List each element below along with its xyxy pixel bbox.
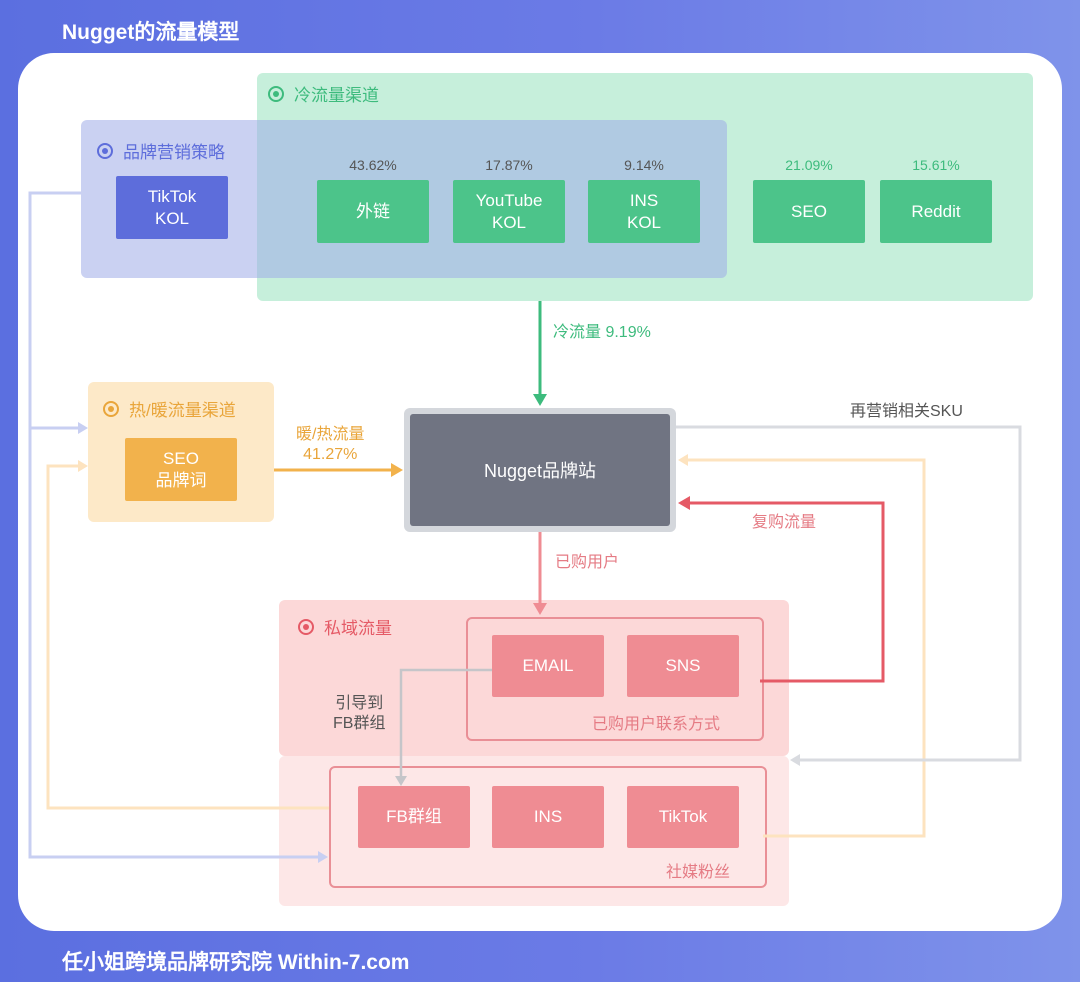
node-seo-brand-keyword: SEO 品牌词	[125, 438, 237, 501]
remarketing-flow-label: 再营销相关SKU	[850, 403, 963, 420]
node-tiktok: TikTok	[627, 786, 739, 848]
target-dot-icon	[268, 85, 284, 102]
target-dot-icon	[298, 618, 314, 635]
node-sns: SNS	[627, 635, 739, 697]
brand-site-node: Nugget品牌站	[404, 408, 676, 532]
cold-flow-label: 冷流量 9.19%	[553, 324, 651, 341]
page-title: Nugget的流量模型	[62, 21, 240, 44]
node-backlinks: 外链	[317, 180, 429, 243]
brand-site-label: Nugget品牌站	[410, 414, 670, 526]
remarketing-arrowhead	[790, 754, 800, 766]
brand-to-warm-arrow	[28, 191, 81, 430]
brand-region-label: 品牌营销策略	[97, 138, 225, 163]
purchased-flow-label: 已购用户	[555, 554, 620, 571]
node-youtube-kol: YouTube KOL	[453, 180, 565, 243]
private-region-label: 私域流量	[298, 614, 392, 639]
node-fb-group: FB群组	[358, 786, 470, 848]
purchased-flow-arrowhead	[533, 603, 547, 615]
social-to-site-arrow	[688, 458, 926, 838]
cold-pct-reddit: 15.61%	[912, 157, 960, 173]
cold-flow-arrowhead	[533, 394, 547, 406]
brand-to-warm-arrowhead	[78, 422, 88, 434]
target-dot-icon	[103, 400, 119, 417]
node-tiktok-kol: TikTok KOL	[116, 176, 228, 239]
brand-region-title: 品牌营销策略	[123, 143, 225, 162]
social-box-caption: 社媒粉丝	[666, 864, 731, 881]
node-ins-kol: INS KOL	[588, 180, 700, 243]
target-dot-icon	[97, 142, 113, 159]
warm-flow-arrowhead	[391, 463, 403, 477]
repurchase-flow-label: 复购流量	[752, 514, 817, 531]
footer-source: 任小姐跨境品牌研究院 Within-7.com	[62, 951, 410, 974]
social-to-warm-arrow	[46, 464, 329, 810]
repurchase-arrowhead	[678, 496, 690, 510]
node-ins: INS	[492, 786, 604, 848]
cold-pct-ins: 9.14%	[624, 157, 664, 173]
social-box	[329, 766, 767, 888]
contact-box-caption: 已购用户联系方式	[592, 716, 721, 733]
node-reddit: Reddit	[880, 180, 992, 243]
node-email: EMAIL	[492, 635, 604, 697]
brand-to-social-arrowhead	[318, 851, 328, 863]
node-seo: SEO	[753, 180, 865, 243]
contact-box	[466, 617, 764, 741]
guide-fb-arrow	[399, 668, 492, 776]
remarketing-arrow	[676, 425, 1022, 762]
social-to-site-arrowhead	[678, 454, 688, 466]
cold-pct-youtube: 17.87%	[485, 157, 533, 173]
cold-region-label: 冷流量渠道	[268, 81, 379, 106]
cold-region-title: 冷流量渠道	[294, 86, 379, 105]
brand-to-social-arrow	[28, 428, 320, 859]
warm-region-label: 热/暖流量渠道	[103, 396, 236, 421]
cold-pct-backlinks: 43.62%	[349, 157, 397, 173]
guide-fb-flow-label: 引导到 FB群组	[333, 695, 386, 732]
warm-flow-label: 暖/热流量 41.27%	[296, 426, 365, 463]
cold-pct-seo: 21.09%	[785, 157, 833, 173]
private-region-title: 私域流量	[324, 619, 392, 638]
repurchase-arrow	[690, 501, 885, 683]
guide-fb-arrowhead	[395, 776, 407, 786]
warm-region-title: 热/暖流量渠道	[129, 401, 236, 420]
social-to-warm-arrowhead	[78, 460, 88, 472]
